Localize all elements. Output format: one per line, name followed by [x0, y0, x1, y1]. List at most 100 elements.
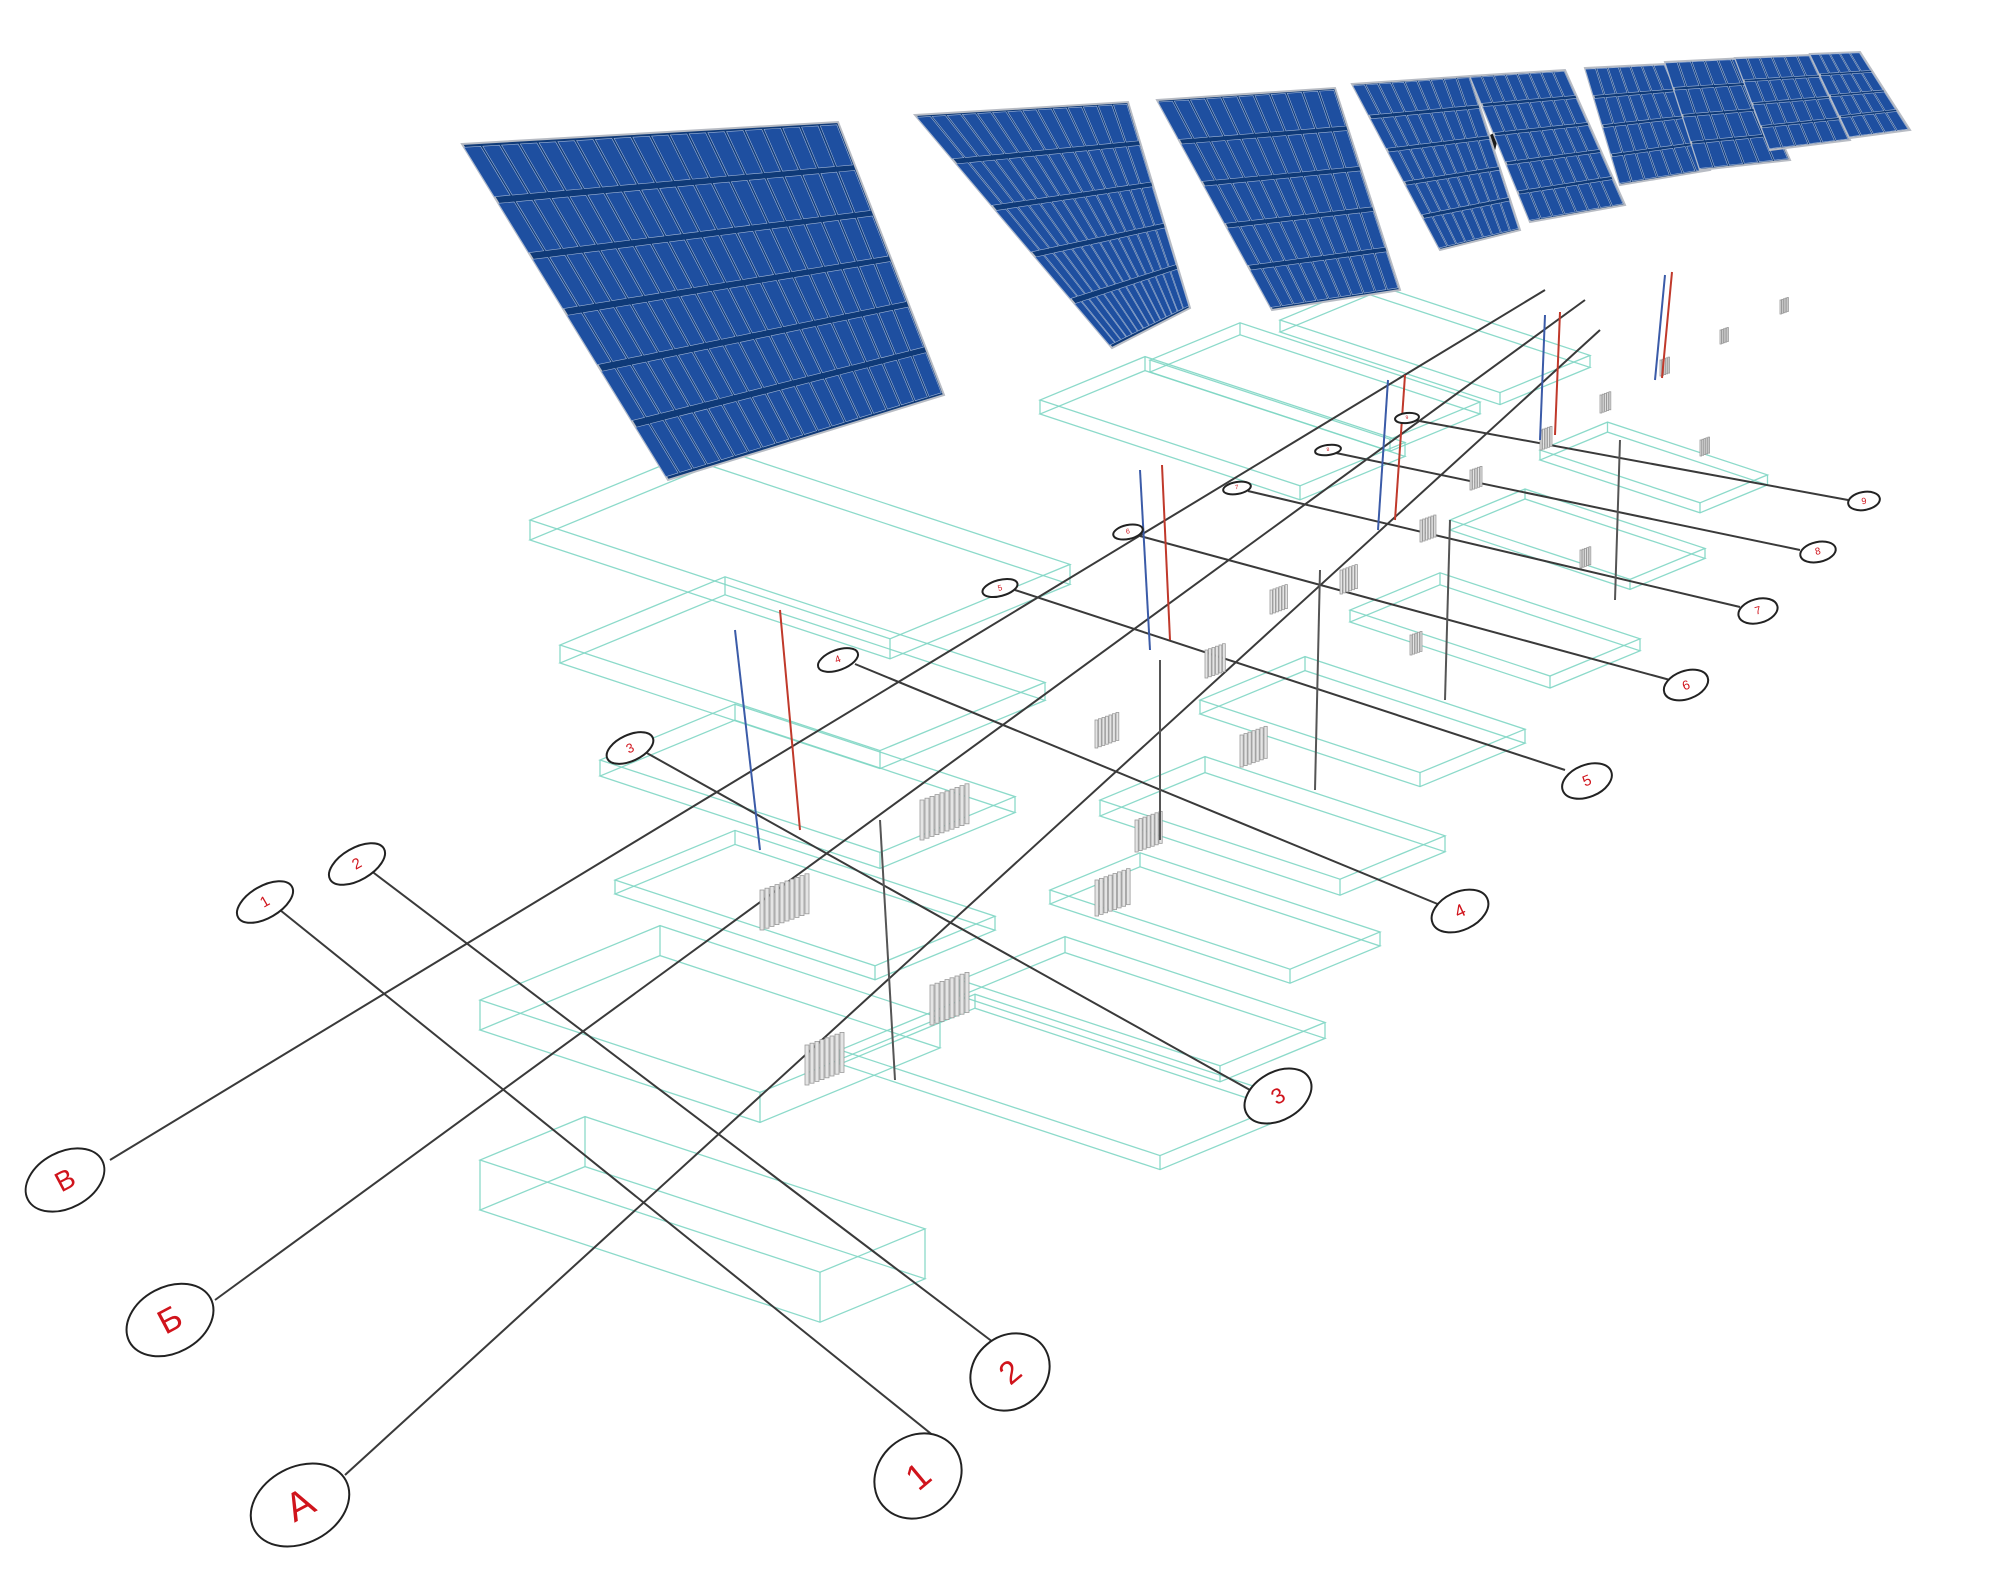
axis-bubble-5-back: 5 [981, 577, 1019, 599]
axis-bubble-9-back: 9 [1394, 411, 1420, 425]
radiator-icon [804, 1032, 845, 1086]
svg-text:8: 8 [1814, 546, 1822, 558]
wire-slab [558, 576, 1047, 752]
solar-panel-icon [1583, 62, 1712, 187]
axis-bubble-6-back: 6 [1112, 523, 1144, 541]
radiator-icon [1239, 725, 1268, 768]
axis-bubble-7-back: 7 [1222, 480, 1252, 496]
wire-slab [478, 954, 942, 1124]
wire-slab [1448, 498, 1707, 591]
solar-panel-icon [912, 100, 1192, 350]
wire-slab [1538, 431, 1770, 514]
axis-bubble-b: Б [125, 1282, 215, 1358]
axis-bubble-3-back: 3 [605, 731, 655, 765]
axis-bubble-2-front: 2 [969, 1332, 1051, 1412]
pipe-riser-icon [1139, 469, 1151, 651]
axis-bubble-7-front: 7 [1737, 597, 1779, 625]
solar-panel-icon [1663, 56, 1792, 172]
radiator-icon [759, 873, 810, 931]
pipe-riser-icon [1539, 314, 1546, 441]
pipe-riser-icon [1161, 464, 1171, 641]
pipe-riser-icon [1661, 271, 1673, 379]
radiator-icon [1579, 546, 1592, 569]
wire-slab [838, 1007, 1297, 1171]
riser-line [879, 819, 896, 1081]
svg-text:8: 8 [1326, 447, 1330, 453]
radiator-icon [929, 972, 970, 1026]
radiator-icon [1339, 564, 1358, 595]
radiator-icon [1419, 514, 1437, 543]
wire-slab [528, 444, 1072, 640]
radiator-icon [1599, 391, 1612, 414]
wire-slab [1148, 334, 1482, 452]
radiator-icon [1269, 584, 1288, 615]
pipe-risers [734, 271, 1673, 1081]
wire-slab [1538, 421, 1770, 504]
pipe-riser-icon [1394, 374, 1406, 521]
axis-bubble-v: В [24, 1147, 106, 1213]
solar-panel-icon [460, 120, 946, 482]
svg-text:5: 5 [997, 583, 1004, 593]
grid-line [1247, 490, 1741, 608]
riser-line [1314, 569, 1321, 791]
axis-bubble-8-back: 8 [1314, 443, 1342, 457]
radiators [759, 297, 1789, 1086]
solar-panel-icon [1808, 50, 1912, 140]
grid-line [854, 663, 1441, 906]
riser-line [1444, 519, 1451, 701]
svg-text:6: 6 [1680, 677, 1692, 694]
axis-bubble-2-back: 2 [327, 842, 387, 886]
grid-line [279, 909, 946, 1446]
svg-text:7: 7 [1235, 485, 1240, 492]
svg-text:6: 6 [1125, 528, 1130, 536]
pipe-riser-icon [1377, 379, 1389, 531]
pipe-riser-icon [1554, 311, 1561, 436]
wire-slab [1348, 584, 1642, 689]
radiator-icon [919, 783, 970, 841]
solar-panel-icon [1468, 68, 1627, 224]
wire-slab [528, 464, 1072, 660]
grid-line [109, 289, 1546, 1161]
grid-line [1335, 452, 1801, 551]
wire-slab [1038, 369, 1407, 501]
wire-slab [838, 993, 1297, 1157]
grid-line [344, 329, 1601, 1476]
svg-text:9: 9 [1861, 496, 1868, 507]
radiator-icon [1659, 356, 1671, 377]
axis-bubble-9-front: 9 [1847, 490, 1881, 512]
wire-slab [1038, 355, 1407, 487]
axis-bubble-1-back: 1 [235, 880, 295, 924]
solar-panel-icon [1155, 86, 1402, 312]
grid-line [1413, 419, 1849, 501]
radiator-icon [1409, 631, 1423, 656]
grid-line [644, 751, 1251, 1091]
grid-line [214, 299, 1586, 1301]
solar-panels-row [460, 50, 1912, 482]
axis-grid-lines [109, 289, 1849, 1476]
grid-line [1139, 535, 1671, 681]
radiator-icon [1779, 297, 1789, 315]
axis-bubble-4-front: 4 [1430, 888, 1490, 934]
svg-text:4: 4 [834, 654, 843, 666]
axis-bubble-8-front: 8 [1799, 540, 1837, 564]
riser-line [1614, 439, 1621, 601]
radiator-icon [1094, 712, 1120, 749]
pipe-riser-icon [779, 609, 801, 831]
axis-bubble-6-front: 6 [1662, 668, 1710, 702]
radiator-icon [1719, 327, 1729, 345]
wire-slab [1198, 669, 1527, 788]
solar-panel-icon [1733, 53, 1852, 152]
radiator-icon [1204, 643, 1226, 679]
radiator-icon [1469, 465, 1483, 491]
radiator-icon [1134, 810, 1163, 853]
axis-bubble-5-front: 5 [1561, 762, 1613, 800]
radiator-icon [1094, 868, 1131, 917]
axis-bubble-4-back: 4 [816, 647, 860, 673]
pipe-riser-icon [734, 629, 761, 851]
grid-line [1014, 589, 1566, 771]
wire-slab [958, 935, 1327, 1067]
axis-bubble-1-front: 1 [873, 1432, 963, 1520]
pipe-riser-icon [1654, 274, 1666, 381]
grid-line [369, 869, 1011, 1356]
